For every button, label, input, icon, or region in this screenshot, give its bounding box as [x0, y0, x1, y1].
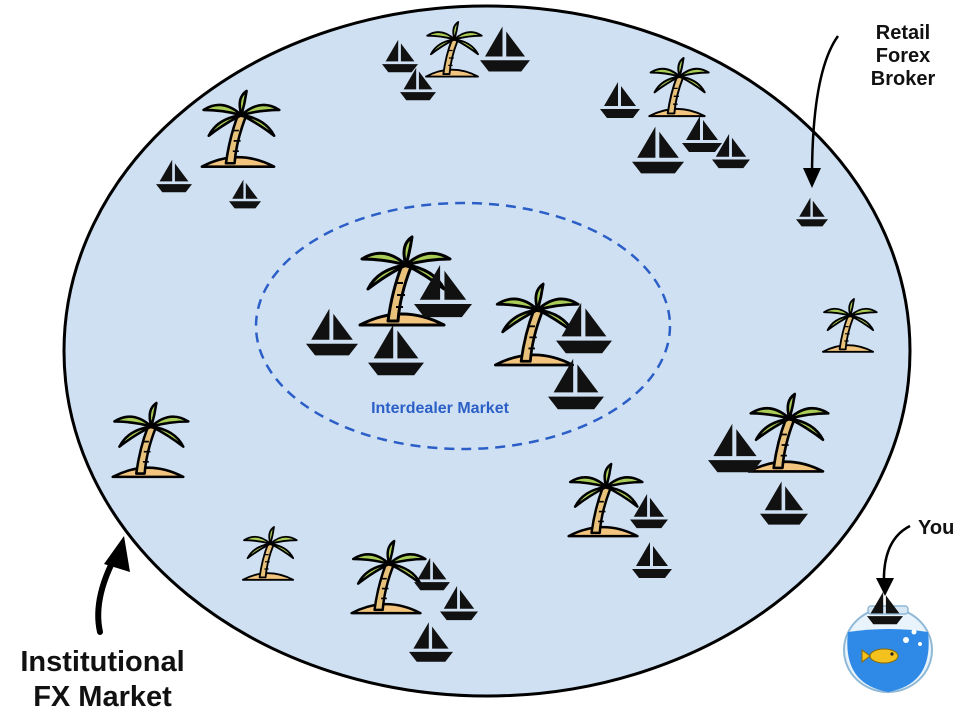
fish-icon — [861, 648, 899, 664]
retail-label-line-1: Retail — [875, 22, 931, 44]
interdealer-market-label: Interdealer Market — [371, 400, 509, 417]
institutional-label-line-1: Institutional — [20, 646, 185, 678]
arrow-icon — [803, 168, 821, 188]
retail-broker-arrow — [810, 35, 840, 179]
institutional-fx-market-label: Institutional FX Market — [0, 645, 205, 715]
retail-label-line-2: Forex — [875, 45, 931, 67]
arrow-icon — [876, 578, 894, 596]
institutional-label-line-2: FX Market — [33, 680, 172, 713]
arrow-icon — [104, 536, 130, 572]
retail-forex-broker-label: Retail Forex Broker — [848, 22, 958, 91]
institutional-market-ellipse — [62, 4, 912, 698]
interdealer-market-ring — [254, 201, 672, 451]
you-label: You — [918, 517, 955, 539]
you-arrow — [882, 524, 911, 587]
retail-label-line-3: Broker — [870, 68, 936, 90]
